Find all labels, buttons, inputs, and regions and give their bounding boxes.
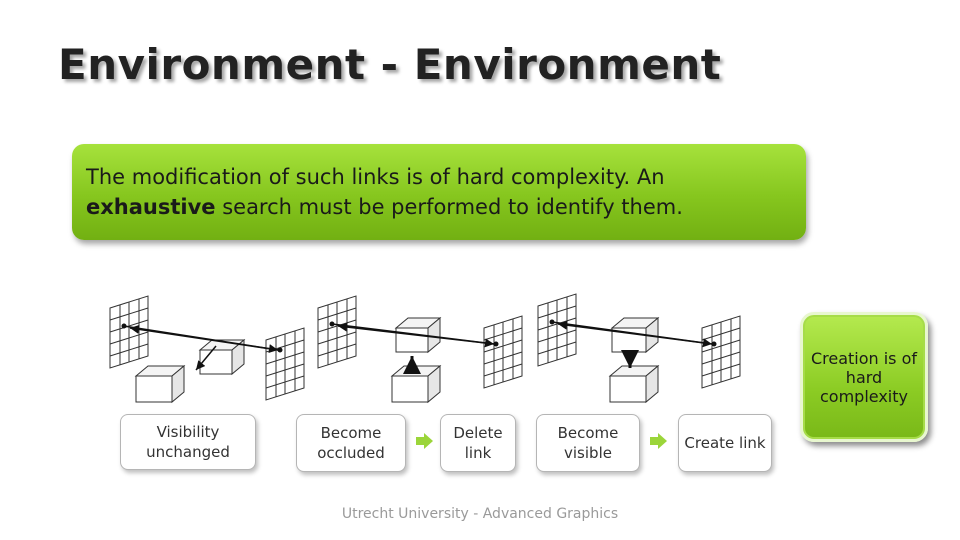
flow-box-become-visible: Become visible	[536, 414, 640, 472]
grid-left-3	[537, 293, 577, 367]
slide-footer: Utrecht University - Advanced Graphics	[341, 506, 619, 522]
banner-text-line2: search must be performed to identify the…	[215, 195, 683, 219]
grid-right-1	[265, 327, 305, 401]
banner-text-line1: The modification of such links is of har…	[86, 165, 665, 189]
visibility-diagram	[109, 293, 741, 404]
grid-left-2	[317, 295, 357, 369]
banner-bold-word: exhaustive	[86, 195, 216, 219]
scenario-occluded	[317, 295, 523, 404]
complexity-callout: Creation is of hard complexity	[800, 312, 928, 442]
statement-banner: The modification of such links is of har…	[72, 144, 806, 240]
grid-right-3	[701, 315, 741, 389]
cube-2b	[390, 364, 442, 404]
scenario-visible	[537, 293, 741, 404]
slide-title: Environment - Environment	[58, 40, 722, 89]
grid-left-1	[109, 295, 149, 369]
flow-box-become-occluded: Become occluded	[296, 414, 406, 472]
flow-box-create-link: Create link	[678, 414, 772, 472]
cube-2a	[394, 316, 442, 354]
grid-right-2	[483, 315, 523, 389]
cube-1b	[134, 364, 186, 404]
cube-3b	[608, 364, 660, 404]
flow-box-visibility-unchanged: Visibility unchanged	[120, 414, 256, 470]
flow-box-delete-link: Delete link	[440, 414, 516, 472]
scenario-unchanged	[109, 295, 305, 404]
